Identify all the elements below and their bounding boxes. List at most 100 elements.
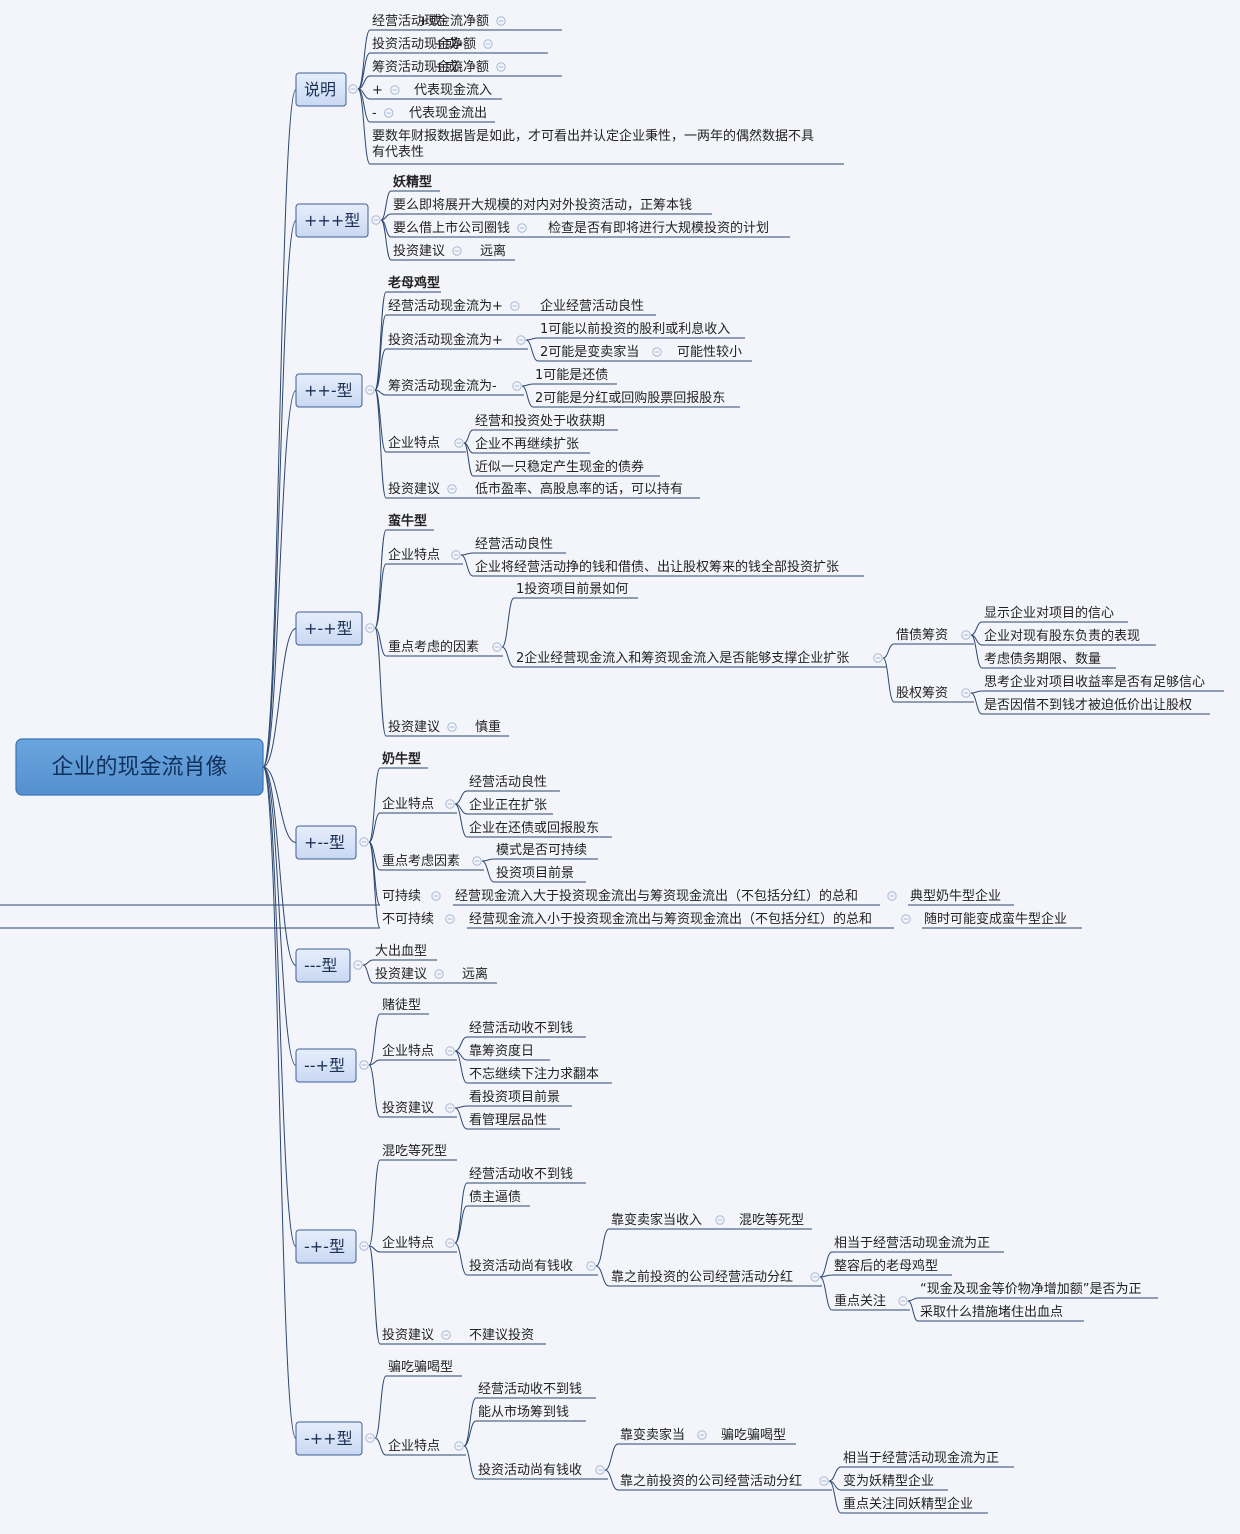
branch-connector bbox=[368, 812, 381, 843]
leaf-node: 重点关注同妖精型企业 bbox=[843, 1496, 973, 1512]
type-title: 大出血型 bbox=[375, 944, 427, 959]
root-title: 企业的现金流肖像 bbox=[51, 755, 227, 780]
branch-node: 投资活动现金流为+ bbox=[388, 332, 503, 348]
branch-connector bbox=[595, 1228, 610, 1267]
leaf-note: 随时可能变成蛮牛型企业 bbox=[924, 911, 1067, 927]
category-node-shuoming[interactable] bbox=[295, 72, 347, 107]
branch-connector bbox=[970, 690, 983, 694]
category-node-mmp[interactable] bbox=[295, 1048, 357, 1083]
category-node-pmp[interactable] bbox=[295, 611, 363, 646]
leaf-note: 经营现金流入大于投资现金流出与筹资现金流出（不包括分红）的总和 bbox=[455, 888, 858, 904]
branch-connector bbox=[374, 529, 387, 629]
category-node-ppm[interactable] bbox=[295, 373, 363, 408]
leaf-node: 思考企业对项目收益率是否有足够信心 bbox=[984, 674, 1205, 690]
category-label: +--型 bbox=[304, 833, 345, 852]
leaf-node: 要么借上市公司圈钱 bbox=[393, 220, 510, 236]
branch-connector bbox=[262, 220, 297, 768]
branch-connector bbox=[454, 1182, 468, 1244]
branch-node: 企业特点 bbox=[388, 435, 440, 451]
branch-connector bbox=[828, 1480, 842, 1514]
branch-connector bbox=[262, 766, 297, 1439]
leaf-node: 企业在还债或回报股东 bbox=[469, 820, 599, 836]
branch-node: 投资活动尚有钱收 bbox=[469, 1258, 573, 1274]
branch-connector bbox=[970, 621, 983, 636]
branch-connector bbox=[357, 29, 371, 90]
leaf-note: 经营现金流入小于投资现金流出与筹资现金流出（不包括分红）的总和 bbox=[469, 911, 872, 927]
branch-connector bbox=[882, 657, 895, 703]
branch-connector bbox=[262, 89, 297, 768]
branch-connector bbox=[368, 841, 381, 906]
branch-connector bbox=[454, 1036, 468, 1052]
leaf-note: +或- bbox=[434, 60, 463, 75]
leaf-note: 检查是否有即将进行大规模投资的计划 bbox=[548, 220, 769, 236]
branch-connector bbox=[454, 1205, 468, 1244]
leaf-note: 可能性较小 bbox=[677, 345, 742, 360]
leaf-node: 债主逼债 bbox=[469, 1190, 521, 1205]
branch-node: 不可持续 bbox=[382, 912, 434, 927]
branch-connector bbox=[460, 554, 474, 577]
category-node-ppp[interactable] bbox=[295, 203, 369, 238]
branch-connector bbox=[262, 390, 297, 768]
branch-connector bbox=[604, 1469, 619, 1491]
leaf-node: “现金及现金等价物净增加额”是否为正 bbox=[920, 1281, 1141, 1297]
branch-node: 靠之前投资的公司经营活动分红 bbox=[611, 1269, 793, 1285]
category-label: ++-型 bbox=[304, 381, 353, 400]
branch-connector bbox=[368, 841, 381, 929]
leaf-note: 代表现金流出 bbox=[409, 105, 487, 121]
branch-connector bbox=[481, 860, 495, 883]
branch-connector bbox=[525, 339, 539, 362]
branch-connector bbox=[454, 1105, 468, 1109]
branch-connector bbox=[521, 385, 534, 408]
type-title: 蛮牛型 bbox=[388, 513, 427, 529]
branch-connector bbox=[368, 1013, 381, 1066]
branch-connector bbox=[907, 1300, 919, 1322]
branch-node: 重点考虑的因素 bbox=[388, 639, 479, 655]
category-node-mmm[interactable] bbox=[295, 948, 351, 983]
branch-connector bbox=[368, 1064, 381, 1118]
branch-connector bbox=[380, 219, 392, 261]
branch-connector bbox=[463, 1420, 477, 1447]
category-label: ---型 bbox=[304, 956, 337, 975]
branch-connector bbox=[882, 643, 895, 659]
branch-node: 可持续 bbox=[382, 889, 421, 904]
branch-node: 企业特点 bbox=[382, 796, 434, 812]
category-node-pmm[interactable] bbox=[295, 825, 357, 860]
leaf-note: 低市盈率、高股息率的话，可以持有 bbox=[475, 481, 683, 497]
leaf-node: 经营和投资处于收获期 bbox=[475, 413, 605, 429]
root-node[interactable] bbox=[15, 738, 264, 796]
branch-connector bbox=[454, 1242, 468, 1276]
leaf-node: 企业对现有股东负责的表现 bbox=[984, 628, 1140, 644]
category-label: -++型 bbox=[304, 1429, 353, 1448]
leaf-node: 有代表性 bbox=[372, 145, 424, 160]
branch-connector bbox=[463, 1397, 477, 1447]
branch-node: 投资活动尚有钱收 bbox=[478, 1462, 582, 1478]
leaf-node: 不忘继续下注力求翻本 bbox=[469, 1067, 599, 1082]
branch-connector bbox=[368, 1245, 381, 1345]
branch-node: 投资建议 bbox=[382, 1100, 434, 1116]
leaf-node: 2可能是变卖家当 bbox=[540, 344, 639, 360]
branch-connector bbox=[604, 1443, 619, 1471]
category-label: -+-型 bbox=[304, 1237, 345, 1256]
branch-connector bbox=[501, 597, 515, 648]
category-node-mpp[interactable] bbox=[295, 1421, 363, 1456]
branch-connector bbox=[262, 766, 297, 966]
branch-connector bbox=[460, 552, 474, 556]
leaf-node: 能从市场筹到钱 bbox=[478, 1404, 569, 1420]
category-node-mpm[interactable] bbox=[295, 1229, 357, 1264]
branch-connector bbox=[819, 1251, 833, 1278]
branch-connector bbox=[368, 1245, 381, 1253]
branch-node: 重点关注 bbox=[834, 1293, 886, 1309]
leaf-node: 采取什么措施堵住出血点 bbox=[920, 1305, 1063, 1320]
leaf-node: 考虑债务期限、数量 bbox=[984, 651, 1101, 667]
leaf-note: 混吃等死型 bbox=[739, 1212, 804, 1228]
leaf-node: 企业将经营活动挣的钱和借债、出让股权筹来的钱全部投资扩张 bbox=[475, 559, 839, 575]
leaf-node: 投资建议 bbox=[375, 966, 427, 982]
branch-connector bbox=[374, 291, 387, 391]
branch-node: 靠之前投资的公司经营活动分红 bbox=[620, 1473, 802, 1489]
leaf-node: 要数年财报数据皆是如此，才可看出并认定企业秉性，一两年的偶然数据不具 bbox=[372, 128, 814, 144]
type-title: 妖精型 bbox=[393, 174, 432, 190]
leaf-node: 看投资项目前景 bbox=[469, 1089, 560, 1105]
branch-connector bbox=[374, 627, 387, 657]
leaf-note: 不建议投资 bbox=[469, 1327, 534, 1343]
branch-node: 企业特点 bbox=[388, 1438, 440, 1454]
